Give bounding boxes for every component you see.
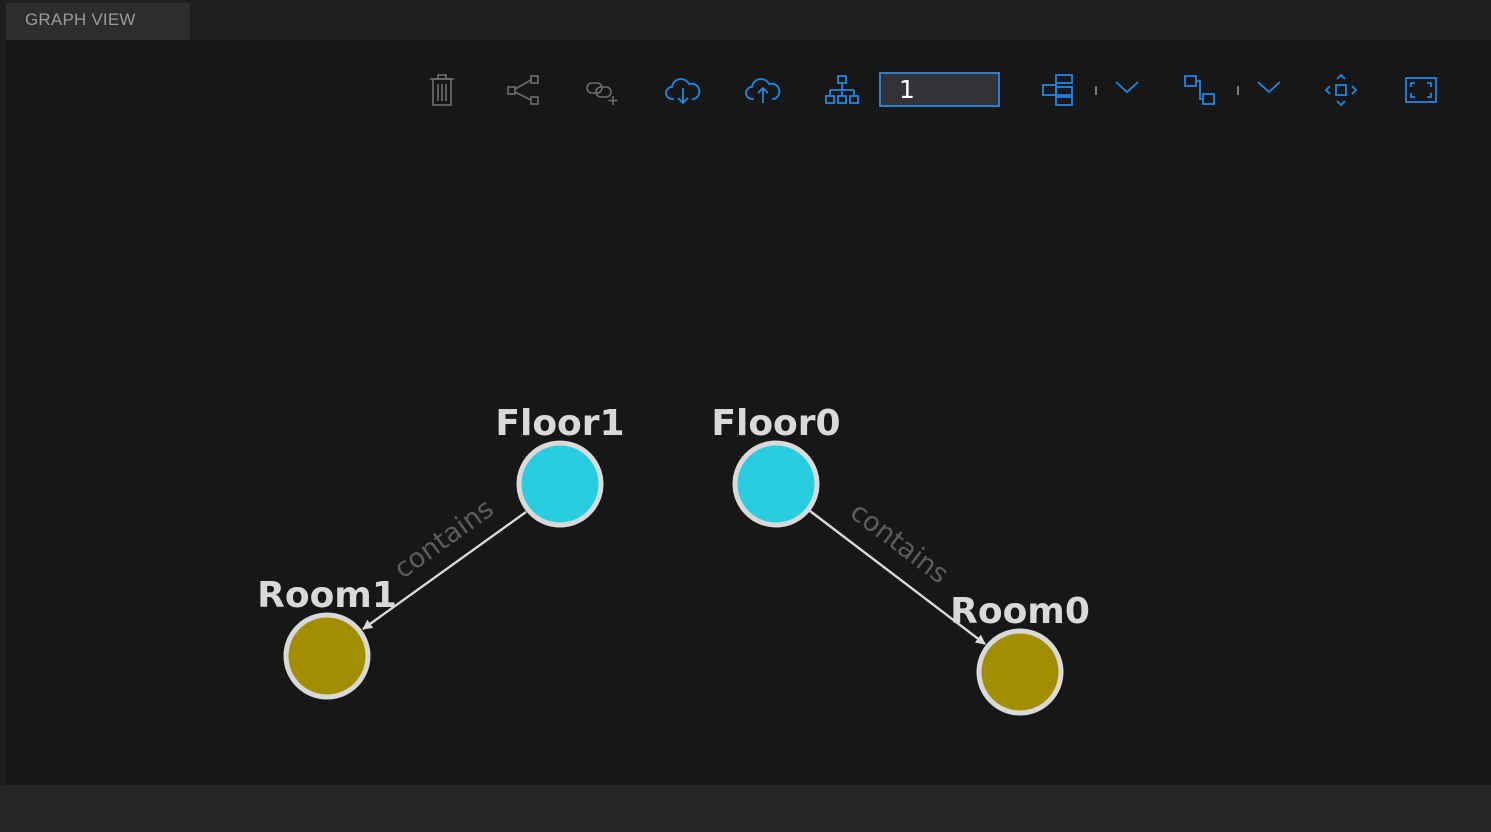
import-button[interactable] (664, 72, 702, 108)
node-room0[interactable]: Room0 (950, 591, 1090, 716)
node-label: Floor0 (711, 403, 840, 444)
separator (1095, 86, 1097, 95)
layout-dropdown[interactable] (1112, 74, 1142, 100)
arrange-button[interactable] (1181, 72, 1219, 108)
arrange-dropdown[interactable] (1254, 74, 1284, 100)
add-link-icon (586, 82, 618, 105)
graph-canvas[interactable] (6, 40, 1491, 785)
graph-svg[interactable]: contains contains Floor1 Floor0 Room1 Ro… (0, 0, 1491, 785)
share-icon (507, 75, 539, 105)
cloud-download-icon (665, 78, 701, 105)
status-area (0, 785, 1491, 832)
hierarchy-icon (825, 75, 859, 104)
panel-edge (0, 40, 6, 785)
node-label: Room0 (950, 591, 1090, 632)
share-button[interactable] (505, 72, 541, 108)
node-label: Floor1 (495, 403, 624, 444)
add-link-button[interactable] (584, 72, 622, 108)
depth-input[interactable] (879, 72, 1000, 107)
title-bar (0, 0, 1491, 40)
center-button[interactable] (1322, 72, 1360, 108)
node-room1[interactable]: Room1 (257, 575, 397, 700)
delete-icon (430, 74, 454, 106)
delete-button[interactable] (426, 72, 458, 108)
graph-view-tab[interactable]: GRAPH VIEW (6, 3, 190, 40)
node-floor1[interactable]: Floor1 (495, 403, 625, 528)
fullscreen-icon (1405, 77, 1437, 103)
node-label: Room1 (257, 575, 397, 616)
chevron-down-icon (1115, 81, 1139, 94)
arrange-icon (1184, 75, 1215, 105)
center-icon (1324, 73, 1358, 107)
export-button[interactable] (744, 72, 782, 108)
chevron-down-icon (1257, 81, 1281, 94)
layout-button[interactable] (1039, 72, 1077, 108)
layout-icon (1042, 74, 1073, 106)
separator (1237, 86, 1239, 95)
hierarchy-button[interactable] (824, 72, 860, 108)
cloud-upload-icon (745, 78, 781, 103)
edge-label: contains (844, 496, 954, 590)
node-floor0[interactable]: Floor0 (711, 403, 841, 528)
fullscreen-button[interactable] (1402, 72, 1440, 108)
